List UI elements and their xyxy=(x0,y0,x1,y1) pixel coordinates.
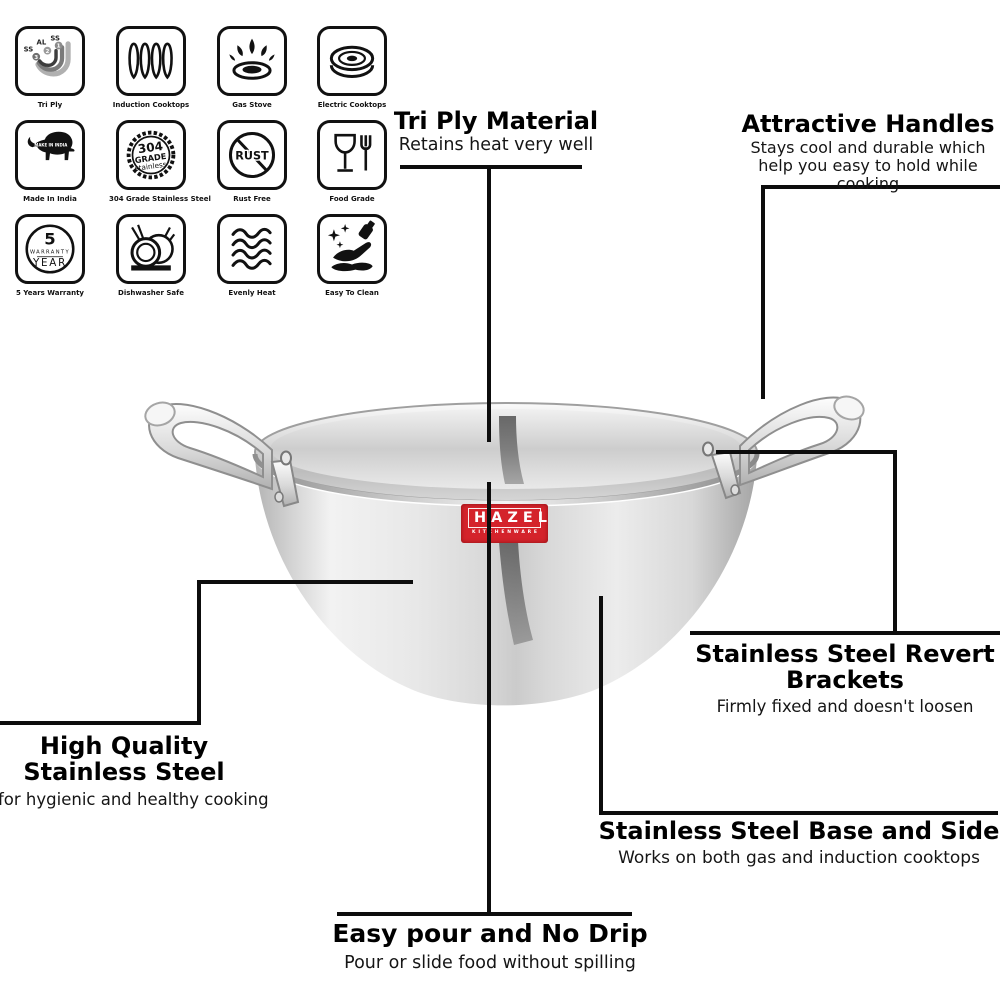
left-rivet-2 xyxy=(274,491,284,503)
svg-text:SS: SS xyxy=(24,46,34,54)
badge-label: Gas Stove xyxy=(232,101,272,109)
induction-cooktop-icon xyxy=(116,26,186,96)
svg-text:MAKE IN INDIA: MAKE IN INDIA xyxy=(34,142,68,147)
badge-label: Tri Ply xyxy=(37,101,63,109)
svg-text:SS: SS xyxy=(50,34,60,42)
right-rivet xyxy=(702,441,714,457)
badge-made-in-india: MAKE IN INDIA Made In India xyxy=(8,120,92,203)
left-handle xyxy=(148,403,273,491)
rust-free-icon: RUST xyxy=(217,120,287,190)
badge-electric: Electric Cooktops xyxy=(310,26,394,109)
badge-label: Rust Free xyxy=(233,195,271,203)
badge-dishwasher: Dishwasher Safe xyxy=(109,214,193,297)
badge-label: Evenly Heat xyxy=(228,289,276,297)
svg-text:5: 5 xyxy=(44,230,55,249)
badge-evenly-heat: Evenly Heat xyxy=(210,214,294,297)
badge-304-grade: 304 GRADE stainless 304 Grade Stainless … xyxy=(109,120,211,203)
badge-easy-clean: Easy To Clean xyxy=(310,214,394,297)
easy-to-clean-icon xyxy=(317,214,387,284)
svg-text:304: 304 xyxy=(137,139,164,156)
5-year-warranty-icon: 5 WARRANTY YEAR xyxy=(15,214,85,284)
svg-text:GRADE: GRADE xyxy=(134,151,167,165)
left-rivet xyxy=(280,450,292,466)
badge-food-grade: Food Grade xyxy=(310,120,394,203)
brand-name: HAZEL xyxy=(468,508,547,529)
svg-text:WARRANTY: WARRANTY xyxy=(30,249,70,255)
tri-ply-icon: SS AL SS 1 2 3 xyxy=(15,26,85,96)
right-rivet-2 xyxy=(730,484,740,496)
left-handle-knob xyxy=(144,401,176,427)
badge-rust-free: RUST Rust Free xyxy=(210,120,294,203)
brand-tagline: KITCHENWARE xyxy=(472,530,540,536)
svg-text:YEAR: YEAR xyxy=(32,257,67,269)
badge-label: Induction Cooktops xyxy=(112,101,190,109)
gas-stove-icon xyxy=(217,26,287,96)
svg-text:2: 2 xyxy=(45,49,49,55)
304-grade-stamp-icon: 304 GRADE stainless xyxy=(116,120,186,190)
badge-label: Made In India xyxy=(23,195,77,203)
badge-tri-ply: SS AL SS 1 2 3 Tri Ply xyxy=(8,26,92,109)
badge-gas-stove: Gas Stove xyxy=(210,26,294,109)
made-in-india-lion-icon: MAKE IN INDIA xyxy=(15,120,85,190)
electric-cooktop-icon xyxy=(317,26,387,96)
badge-induction: Induction Cooktops xyxy=(109,26,193,109)
brand-logo: HAZEL KITCHENWARE xyxy=(461,504,548,543)
food-grade-glass-fork-icon xyxy=(317,120,387,190)
badge-label: 304 Grade Stainless Steel xyxy=(109,195,211,203)
svg-text:AL: AL xyxy=(37,39,47,47)
badge-label: Dishwasher Safe xyxy=(118,289,184,297)
badge-label: Easy To Clean xyxy=(325,289,379,297)
badge-label: Electric Cooktops xyxy=(317,101,387,109)
svg-text:1: 1 xyxy=(57,44,61,50)
badge-label: 5 Years Warranty xyxy=(16,289,84,297)
svg-text:stainless: stainless xyxy=(134,160,167,173)
badge-label: Food Grade xyxy=(329,195,375,203)
svg-text:RUST: RUST xyxy=(235,149,269,162)
dishwasher-safe-icon xyxy=(116,214,186,284)
badge-warranty: 5 WARRANTY YEAR 5 Years Warranty xyxy=(8,214,92,297)
svg-text:3: 3 xyxy=(34,55,38,61)
evenly-heat-waves-icon xyxy=(217,214,287,284)
